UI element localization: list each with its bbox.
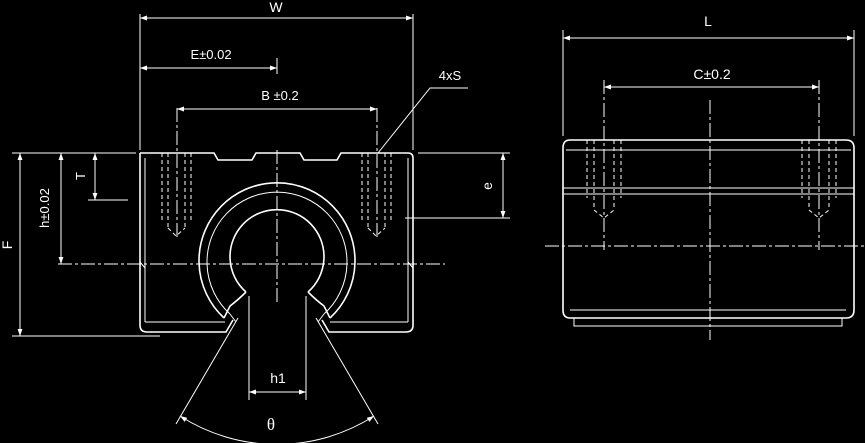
label-S: 4xS bbox=[439, 68, 462, 83]
side-block-outline bbox=[562, 139, 855, 319]
side-bottom-band bbox=[570, 309, 846, 327]
label-L: L bbox=[704, 13, 712, 29]
label-F: F bbox=[0, 241, 15, 250]
front-view: W E±0.02 B ±0.2 4xS F h±0.02 T e h1 θ bbox=[0, 0, 510, 443]
side-top-band bbox=[563, 149, 854, 195]
label-e: e bbox=[479, 182, 495, 190]
front-side-notch bbox=[139, 261, 414, 269]
label-h: h±0.02 bbox=[37, 188, 52, 228]
side-right-hole bbox=[801, 140, 837, 219]
label-E: E±0.02 bbox=[190, 47, 231, 62]
label-C: C±0.2 bbox=[693, 66, 730, 82]
label-T: T bbox=[73, 172, 88, 180]
dim-theta bbox=[179, 415, 375, 443]
slot-left-edge bbox=[223, 291, 247, 319]
theta-right-line bbox=[315, 317, 379, 425]
label-theta: θ bbox=[267, 415, 275, 434]
front-block-outline bbox=[139, 152, 414, 333]
left-tapped-hole bbox=[161, 153, 192, 237]
side-left-hole bbox=[586, 140, 622, 219]
front-inner-edges bbox=[144, 158, 409, 323]
leader-S bbox=[377, 87, 468, 154]
slot-right-edge bbox=[307, 291, 331, 319]
label-W: W bbox=[269, 0, 283, 15]
label-h1: h1 bbox=[270, 370, 286, 386]
side-view: L C±0.2 bbox=[545, 13, 865, 340]
slot-lines bbox=[229, 313, 325, 323]
label-B: B ±0.2 bbox=[261, 88, 299, 103]
right-tapped-hole bbox=[361, 153, 392, 237]
theta-left-line bbox=[175, 317, 239, 425]
